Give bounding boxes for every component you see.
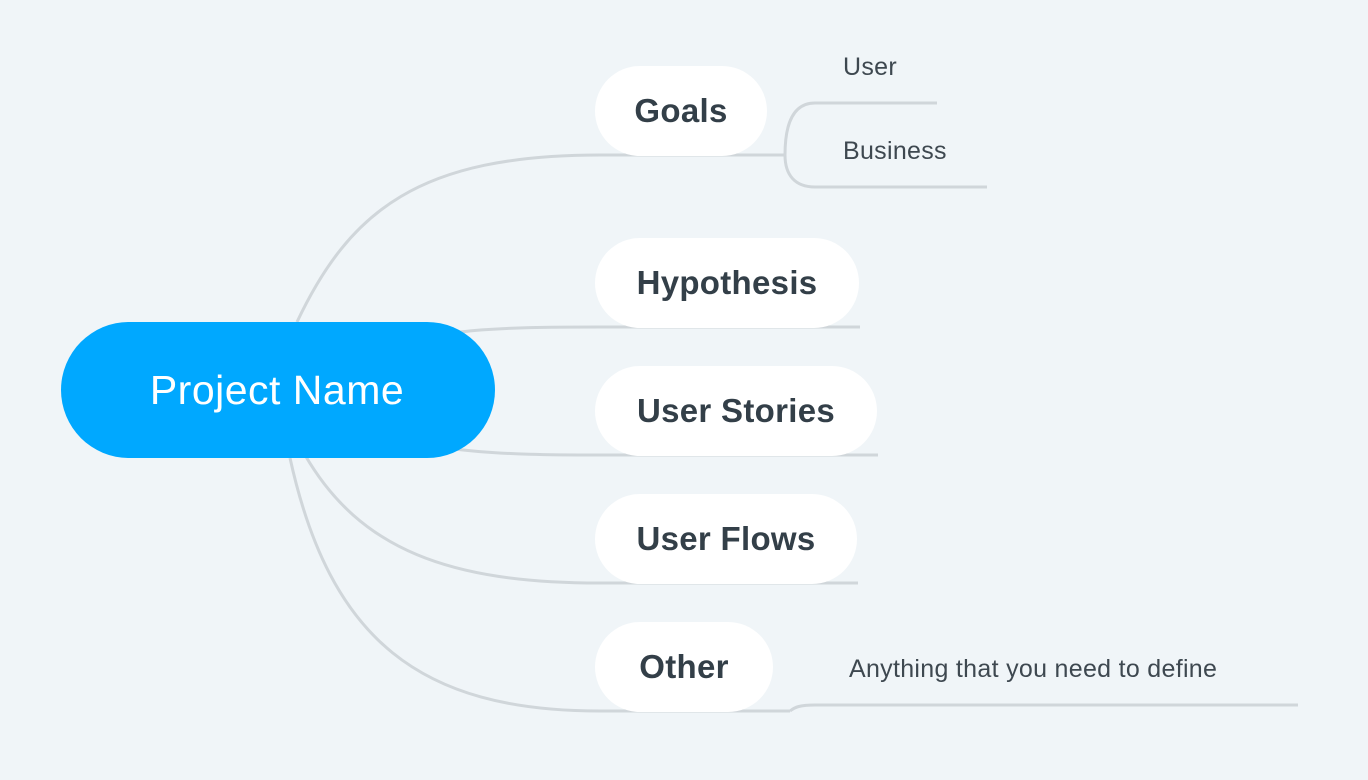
subtopic-business[interactable]: Business bbox=[843, 137, 947, 165]
connector-goals bbox=[295, 153, 785, 323]
topic-goals[interactable]: Goals bbox=[595, 66, 767, 156]
topic-user-flows[interactable]: User Flows bbox=[595, 494, 857, 584]
subtopic-user[interactable]: User bbox=[843, 53, 897, 81]
topic-hypothesis[interactable]: Hypothesis bbox=[595, 238, 859, 328]
topic-user-stories[interactable]: User Stories bbox=[595, 366, 877, 456]
connector-other bbox=[288, 457, 790, 713]
root-topic[interactable]: Project Name bbox=[61, 322, 495, 458]
connector-hypothesis bbox=[459, 325, 860, 334]
connector-anything bbox=[789, 703, 1298, 713]
connector-user bbox=[783, 101, 937, 156]
connector-user-stories bbox=[454, 447, 878, 457]
connector-user-flows bbox=[303, 454, 858, 585]
topic-other[interactable]: Other bbox=[595, 622, 773, 712]
connector-business bbox=[783, 154, 987, 189]
subtopic-anything[interactable]: Anything that you need to define bbox=[849, 655, 1218, 683]
